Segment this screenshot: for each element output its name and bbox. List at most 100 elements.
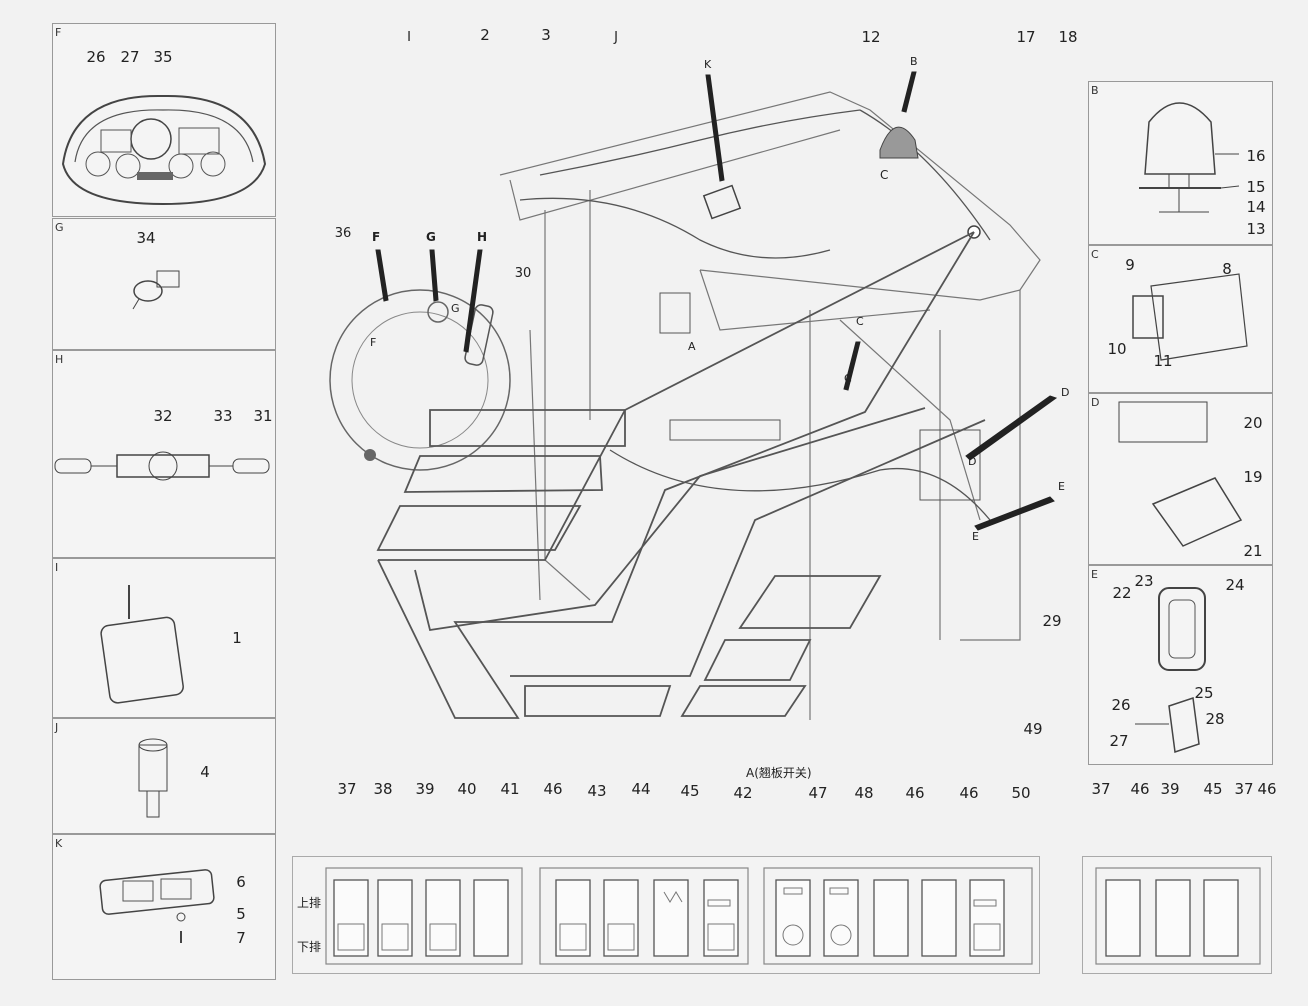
leader-letter: E: [1058, 480, 1065, 493]
beacon-drawing: [1139, 102, 1240, 213]
part-number: 16: [1246, 147, 1266, 165]
part-number: 22: [1112, 584, 1132, 602]
area-letter: E: [972, 530, 979, 543]
part-number: 9: [1125, 256, 1135, 274]
switch-panel-frame: [292, 856, 1040, 974]
instrument-cluster-drawing: [61, 94, 267, 206]
detail-panel-d: D 20 19 21: [1088, 393, 1273, 565]
leader-letter: D: [1061, 386, 1070, 399]
panel-tag: J: [55, 721, 59, 734]
callout-number: 12: [861, 28, 881, 46]
switch-number: 46: [959, 784, 979, 802]
work-light-drawing: [1135, 587, 1206, 753]
panel-tag: H: [55, 353, 64, 366]
part-number: 15: [1246, 178, 1266, 196]
part-number: 19: [1243, 468, 1263, 486]
part-number: 33: [213, 407, 233, 425]
panel-tag: D: [1091, 396, 1100, 409]
part-number: 24: [1225, 576, 1245, 594]
upper-row-label: 上排: [297, 896, 322, 910]
part-number: 27: [120, 48, 140, 66]
area-letter: C: [880, 168, 889, 182]
switch-number: 40: [457, 780, 477, 798]
switch-number: 47: [808, 784, 828, 802]
area-letter: A: [688, 340, 696, 353]
switch-number: 39: [1160, 780, 1180, 798]
callout-number: 3: [541, 26, 551, 44]
switch-number: 46: [905, 784, 925, 802]
leader-letter: B: [910, 55, 918, 68]
callout-number: 49: [1023, 720, 1043, 738]
callout-number: 36: [334, 226, 352, 241]
switch-number: 45: [1203, 780, 1223, 798]
part-number: 21: [1243, 542, 1263, 560]
switch-number: 41: [500, 780, 520, 798]
part-number: 35: [153, 48, 173, 66]
detail-panel-b: B 16 15 14 13: [1088, 81, 1273, 245]
detail-panel-g: G 34: [52, 218, 276, 350]
switch-number: 39: [415, 780, 435, 798]
part-number: 6: [236, 873, 246, 891]
callout-number: 30: [514, 266, 532, 281]
switch-number: 42: [733, 784, 753, 802]
switch-number: 46: [543, 780, 563, 798]
switch-number: 44: [631, 780, 651, 798]
part-number: 28: [1205, 710, 1225, 728]
part-number: 27: [1109, 732, 1129, 750]
leader-letter: C: [856, 315, 864, 328]
switch-number: 46: [1257, 780, 1277, 798]
part-number: 34: [136, 229, 156, 247]
panel-tag: C: [1091, 248, 1099, 261]
part-number: 11: [1153, 352, 1173, 370]
area-letter: D: [968, 455, 977, 468]
detail-panel-k: K 6 5 7: [52, 834, 276, 980]
part-number: 20: [1243, 414, 1263, 432]
switch-number: 43: [587, 782, 607, 800]
panel-tag: G: [55, 221, 64, 234]
switch-number: 38: [373, 780, 393, 798]
switch-number: 37: [1234, 780, 1254, 798]
part-number: 26: [86, 48, 106, 66]
callout-number: 18: [1058, 28, 1078, 46]
callout-number: J: [614, 30, 618, 45]
part-number: 5: [236, 905, 246, 923]
part-number: 25: [1194, 684, 1214, 702]
detail-panel-j: J 4: [52, 718, 276, 834]
part-number: 13: [1246, 220, 1266, 238]
callout-number: 17: [1016, 28, 1036, 46]
fuse-box-drawing: [1118, 401, 1243, 547]
part-number: 23: [1134, 572, 1154, 590]
dome-light-drawing: [99, 869, 215, 943]
area-letter: G: [451, 302, 460, 315]
callout-number: 2: [480, 26, 490, 44]
panel-tag: I: [55, 561, 59, 574]
area-letter: C: [844, 372, 852, 385]
switch-number: 37: [337, 780, 357, 798]
combination-switch-drawing: [54, 451, 270, 481]
key-switch-drawing: [132, 270, 180, 310]
part-number: 7: [236, 929, 246, 947]
callout-number: 29: [1042, 612, 1062, 630]
lamp-drawing: [138, 738, 168, 818]
switch-number: 46: [1130, 780, 1150, 798]
part-number: 32: [153, 407, 173, 425]
switch-number: 37: [1091, 780, 1111, 798]
part-number: 31: [253, 407, 273, 425]
detail-panel-i: I 1: [52, 558, 276, 718]
part-number: 10: [1107, 340, 1127, 358]
switch-number: 50: [1011, 784, 1031, 802]
part-number: 1: [232, 629, 242, 647]
part-number: 4: [200, 763, 210, 781]
part-number: 8: [1222, 260, 1232, 278]
area-letter: F: [370, 336, 377, 349]
control-box-drawing: [1132, 273, 1248, 361]
rocker-switch-caption: A(翘板开关): [746, 766, 812, 780]
switch-number: 48: [854, 784, 874, 802]
callout-number: I: [407, 30, 411, 45]
mirror-drawing: [100, 585, 184, 704]
leader-letter: K: [704, 58, 712, 71]
part-number: 14: [1246, 198, 1266, 216]
switch-number: 45: [680, 782, 700, 800]
panel-tag: K: [55, 837, 63, 850]
panel-tag: F: [55, 26, 62, 39]
